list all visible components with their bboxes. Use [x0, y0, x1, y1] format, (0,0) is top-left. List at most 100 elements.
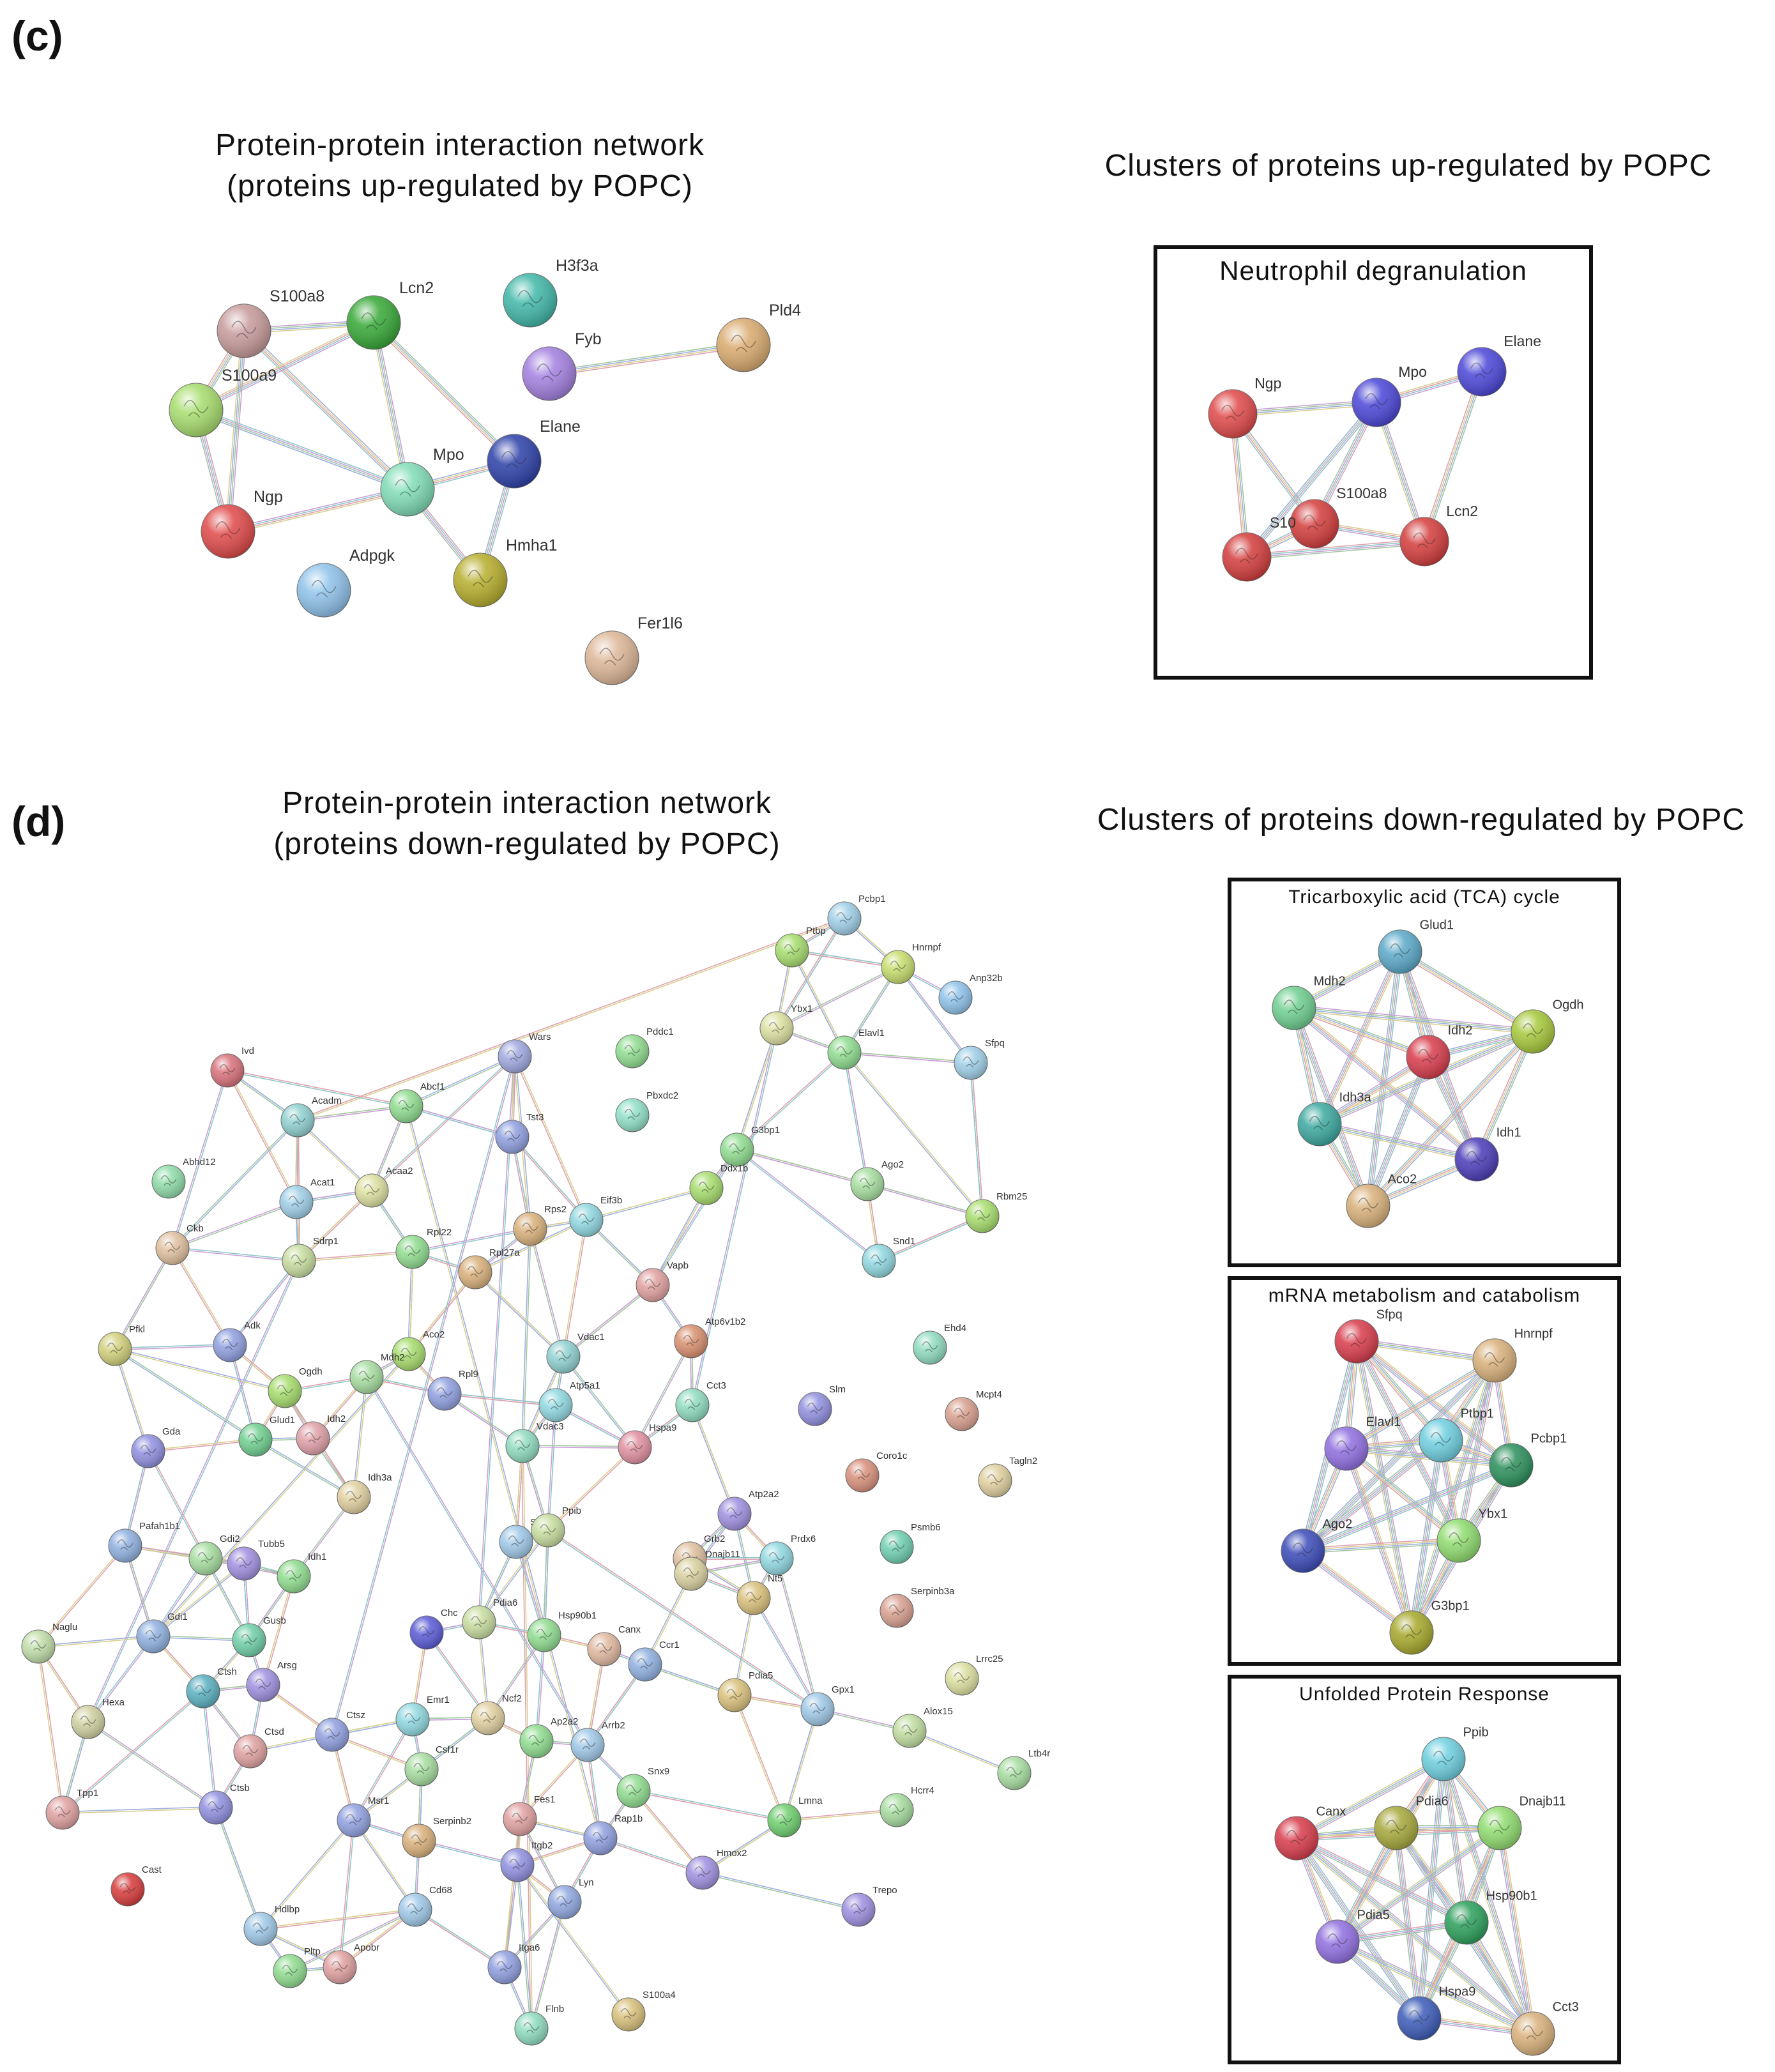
- protein-node-shine: [571, 1728, 604, 1762]
- protein-node-shine: [737, 1581, 770, 1615]
- interaction-edge: [535, 1634, 544, 1741]
- interaction-edge: [1408, 1359, 1493, 1633]
- interaction-edge: [201, 1691, 216, 1808]
- protein-label: Ngp: [1254, 375, 1281, 392]
- interaction-edge: [406, 1056, 515, 1108]
- interaction-edge: [1304, 1442, 1443, 1553]
- interaction-edge: [114, 1349, 148, 1452]
- interaction-edge: [1426, 372, 1485, 543]
- interaction-edge: [330, 1056, 515, 1735]
- interaction-edge: [1347, 1362, 1497, 1452]
- protein-node-shine: [503, 273, 557, 327]
- interaction-edge: [867, 1184, 982, 1218]
- protein-node-shine: [199, 1791, 232, 1824]
- interaction-edge: [404, 1106, 600, 1839]
- interaction-edge: [645, 1574, 692, 1665]
- protein-label: Pcbp1: [1531, 1431, 1567, 1445]
- protein-label: Hcrr4: [911, 1785, 934, 1796]
- interaction-edge: [1366, 1029, 1532, 1205]
- interaction-edge: [1336, 1825, 1499, 1940]
- protein-node-shine: [405, 1753, 438, 1786]
- interaction-edge: [297, 917, 844, 1120]
- interaction-edge: [1246, 401, 1376, 557]
- protein-structure-icon: [836, 911, 853, 924]
- interaction-edge: [296, 1120, 372, 1192]
- interaction-edge: [1417, 1758, 1444, 2018]
- protein-label: Ogdh: [299, 1366, 323, 1377]
- protein-structure-icon: [411, 1834, 427, 1846]
- interaction-edge: [522, 1229, 532, 1447]
- interaction-edge: [1355, 1341, 1459, 1541]
- protein-structure-icon: [624, 1044, 641, 1056]
- protein-structure-icon: [1390, 943, 1410, 958]
- protein-label: Nt5: [768, 1573, 782, 1584]
- panel-c-network-title-line1: Protein-protein interaction network: [215, 128, 705, 162]
- protein-label: Atp5a1: [570, 1380, 600, 1391]
- interaction-edge: [338, 1820, 354, 1967]
- protein-structure-icon: [404, 1712, 421, 1725]
- interaction-edge: [632, 1791, 703, 1874]
- interaction-edge: [1373, 403, 1423, 543]
- protein-node-shine: [459, 1256, 492, 1289]
- panel-d-cluster-2-title: mRNA metabolism and catabolism: [1268, 1285, 1581, 1306]
- protein-node-shine: [501, 1848, 534, 1882]
- protein-node-shine: [428, 1377, 461, 1410]
- interaction-edge: [522, 1446, 635, 1449]
- interaction-edge: [372, 323, 514, 462]
- protein-label: Hspa9: [649, 1422, 676, 1433]
- interaction-edge: [172, 1246, 300, 1261]
- interaction-edge: [374, 322, 409, 489]
- protein-node-shine: [1422, 1737, 1465, 1781]
- protein-node-shine: [584, 1822, 617, 1855]
- protein-structure-icon: [512, 1812, 528, 1824]
- panel-d-cluster-1-title: Tricarboxylic acid (TCA) cycle: [1288, 887, 1560, 908]
- protein-node-shine: [618, 1431, 651, 1464]
- interaction-edge: [1246, 540, 1424, 557]
- protein-structure-icon: [627, 1440, 643, 1452]
- protein-label: Ctsb: [230, 1783, 250, 1794]
- interaction-edge: [775, 917, 844, 1028]
- protein-label: Emr1: [427, 1695, 450, 1705]
- interaction-edge: [782, 1709, 818, 1820]
- interaction-edge: [547, 1530, 818, 1710]
- interaction-edge: [61, 1690, 203, 1813]
- protein-structure-icon: [1386, 1820, 1406, 1834]
- interaction-edge: [542, 1530, 548, 1635]
- interaction-edge: [1295, 1838, 1533, 2035]
- interaction-edge: [409, 1272, 476, 1355]
- interaction-edge: [1300, 1358, 1493, 1550]
- protein-structure-icon: [729, 1143, 745, 1155]
- interaction-edge: [563, 1220, 588, 1357]
- protein-structure-icon: [1409, 2010, 1429, 2025]
- protein-node-shine: [277, 1560, 310, 1593]
- interaction-edge: [413, 1229, 531, 1254]
- interaction-edge: [1421, 370, 1481, 542]
- panel-c-cluster-1-title: Neutrophil degranulation: [1219, 255, 1527, 286]
- interaction-edge: [115, 1248, 174, 1350]
- protein-structure-icon: [1413, 532, 1436, 549]
- protein-label: Gdi2: [220, 1534, 240, 1544]
- protein-node-shine: [496, 1120, 529, 1154]
- protein-label: Pdia5: [1357, 1908, 1390, 1922]
- protein-node-shine: [1478, 1806, 1521, 1850]
- protein-label: G3bp1: [1431, 1599, 1470, 1613]
- protein-node-shine: [690, 1171, 723, 1205]
- protein-structure-icon: [231, 321, 257, 339]
- interaction-edge: [898, 966, 972, 1063]
- protein-label: Ngp: [254, 488, 283, 506]
- protein-label: Hsp90b1: [1486, 1889, 1537, 1903]
- protein-label: Dnajb11: [705, 1549, 740, 1560]
- interaction-edge: [406, 1106, 512, 1139]
- interaction-edge: [228, 489, 408, 533]
- protein-node-shine: [227, 1547, 261, 1580]
- interaction-edge: [546, 1405, 556, 1530]
- protein-node-shine: [1316, 1920, 1359, 1963]
- interaction-edge: [172, 1247, 231, 1345]
- protein-node-shine: [828, 1036, 861, 1069]
- interaction-edge: [196, 323, 374, 411]
- interaction-edge: [1368, 1057, 1429, 1207]
- interaction-edge: [791, 950, 844, 1053]
- interaction-edge: [479, 1530, 549, 1624]
- interaction-edge: [1416, 1758, 1442, 2018]
- protein-structure-icon: [624, 1108, 641, 1120]
